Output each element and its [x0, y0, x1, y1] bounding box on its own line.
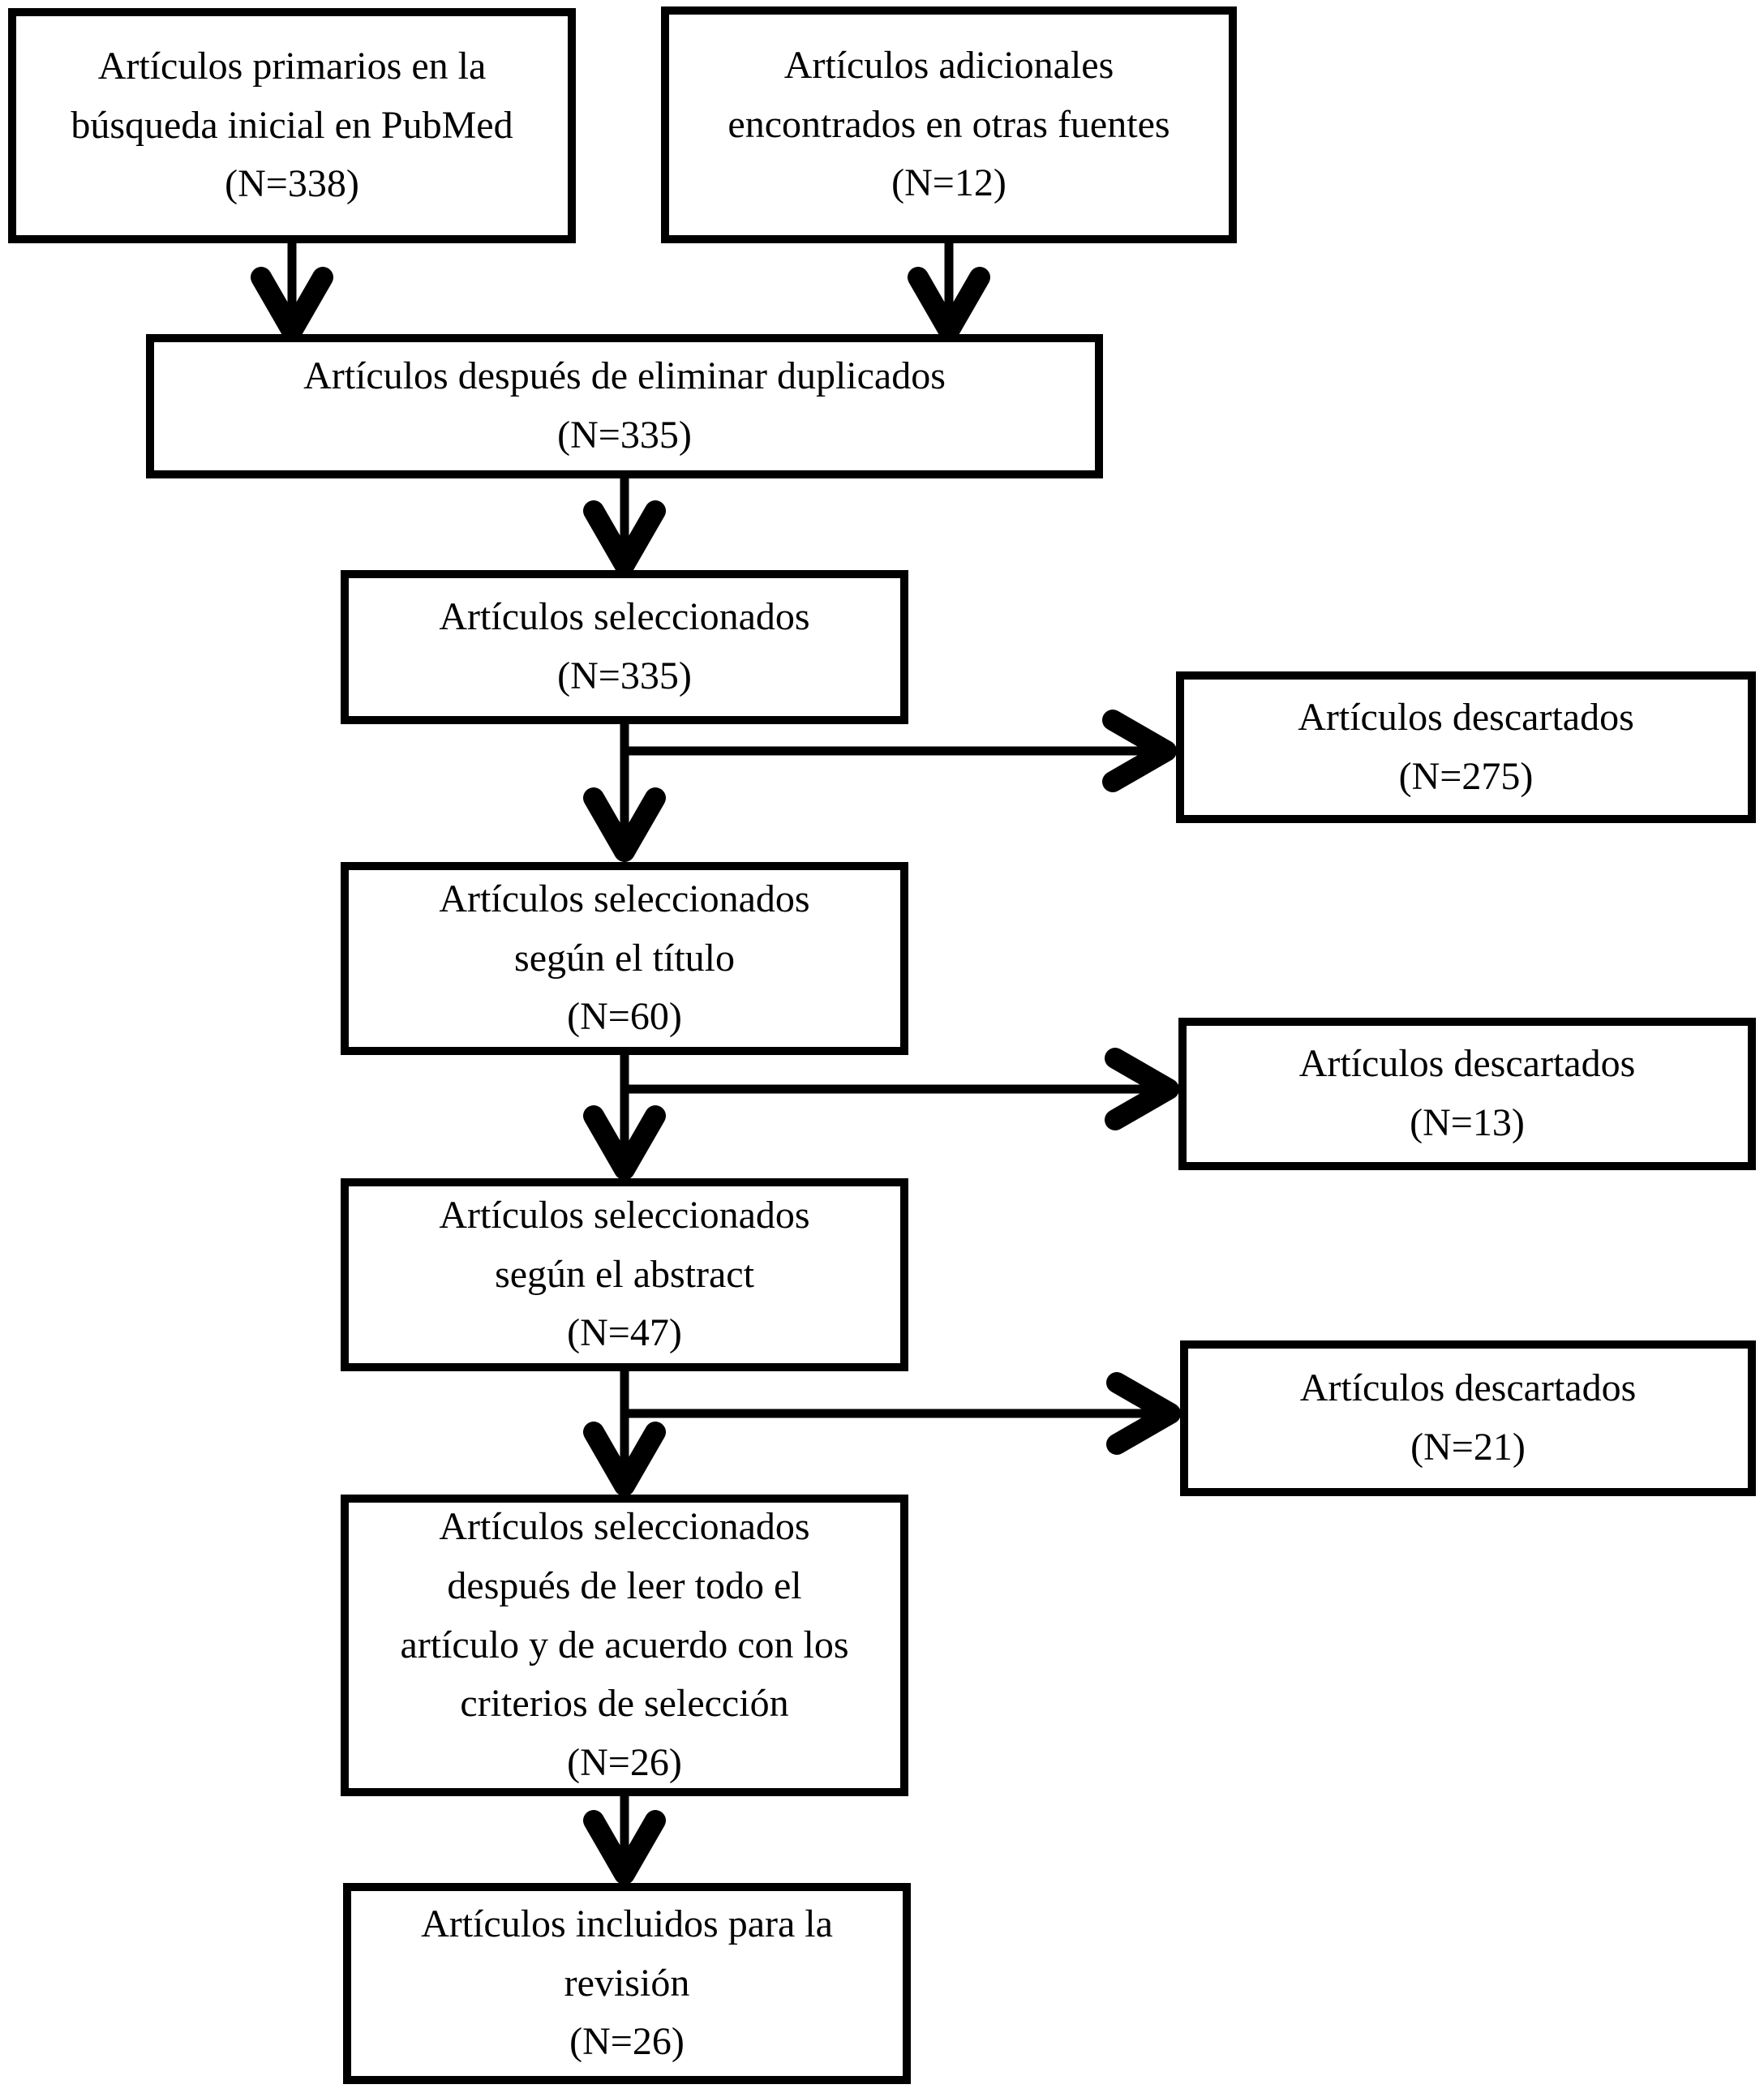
right-arrow-icon [624, 710, 1177, 792]
box-line: búsqueda inicial en PubMed [71, 103, 513, 147]
down-arrow-icon [583, 1053, 666, 1180]
box-line: Artículos descartados [1299, 1366, 1637, 1410]
box-line: después de leer todo el [447, 1563, 802, 1607]
box-line: criterios de selección [460, 1682, 789, 1726]
box-line: (N=335) [557, 654, 692, 697]
box-line: (N=13) [1410, 1101, 1525, 1144]
box-line: artículo y de acuerdo con los [400, 1623, 849, 1666]
box-line: Artículos seleccionados [439, 1504, 810, 1548]
box-segun-titulo: Artículos seleccionados según el título … [341, 862, 908, 1055]
box-line: Artículos seleccionados [439, 877, 810, 920]
box-descartados-2: Artículos descartados (N=13) [1178, 1018, 1756, 1170]
box-line: Artículos seleccionados [439, 595, 810, 639]
down-arrow-icon [251, 243, 333, 341]
box-line: (N=338) [225, 162, 359, 206]
right-arrow-icon [624, 1372, 1181, 1455]
right-arrow-icon [624, 1048, 1179, 1130]
down-arrow-icon [583, 477, 666, 575]
box-descartados-3: Artículos descartados (N=21) [1180, 1340, 1756, 1496]
box-line: Artículos después de eliminar duplicados [303, 354, 946, 398]
box-line: (N=26) [569, 2020, 685, 2064]
box-line: Artículos incluidos para la [421, 1902, 833, 1945]
box-line: (N=60) [567, 995, 682, 1039]
box-line: (N=275) [1398, 754, 1534, 798]
box-line: Artículos seleccionados [439, 1193, 810, 1237]
box-texto-completo: Artículos seleccionados después de leer … [341, 1495, 908, 1796]
box-line: (N=47) [567, 1311, 682, 1355]
box-segun-abstract: Artículos seleccionados según el abstrac… [341, 1178, 908, 1371]
box-line: Artículos adicionales [783, 43, 1114, 87]
box-line: según el abstract [495, 1252, 754, 1296]
box-line: según el título [514, 936, 735, 980]
box-line: encontrados en otras fuentes [727, 102, 1170, 146]
box-line: Artículos descartados [1298, 1042, 1636, 1086]
down-arrow-icon [583, 723, 666, 862]
box-incluidos: Artículos incluidos para la revisión (N=… [343, 1883, 911, 2084]
box-line: (N=12) [891, 161, 1006, 205]
box-line: (N=26) [567, 1741, 682, 1785]
box-pubmed: Artículos primarios en la búsqueda inici… [8, 8, 576, 243]
box-sin-duplicados: Artículos después de eliminar duplicados… [146, 334, 1103, 478]
box-otras-fuentes: Artículos adicionales encontrados en otr… [661, 6, 1237, 243]
down-arrow-icon [583, 1370, 666, 1496]
box-line: Artículos descartados [1298, 695, 1634, 739]
box-line: Artículos primarios en la [97, 44, 487, 88]
down-arrow-icon [583, 1795, 666, 1885]
box-line: (N=21) [1410, 1426, 1526, 1469]
box-seleccionados: Artículos seleccionados (N=335) [341, 570, 908, 724]
box-line: (N=335) [557, 414, 692, 457]
down-arrow-icon [908, 243, 990, 341]
box-line: revisión [564, 1961, 690, 2005]
box-descartados-1: Artículos descartados (N=275) [1176, 671, 1756, 823]
